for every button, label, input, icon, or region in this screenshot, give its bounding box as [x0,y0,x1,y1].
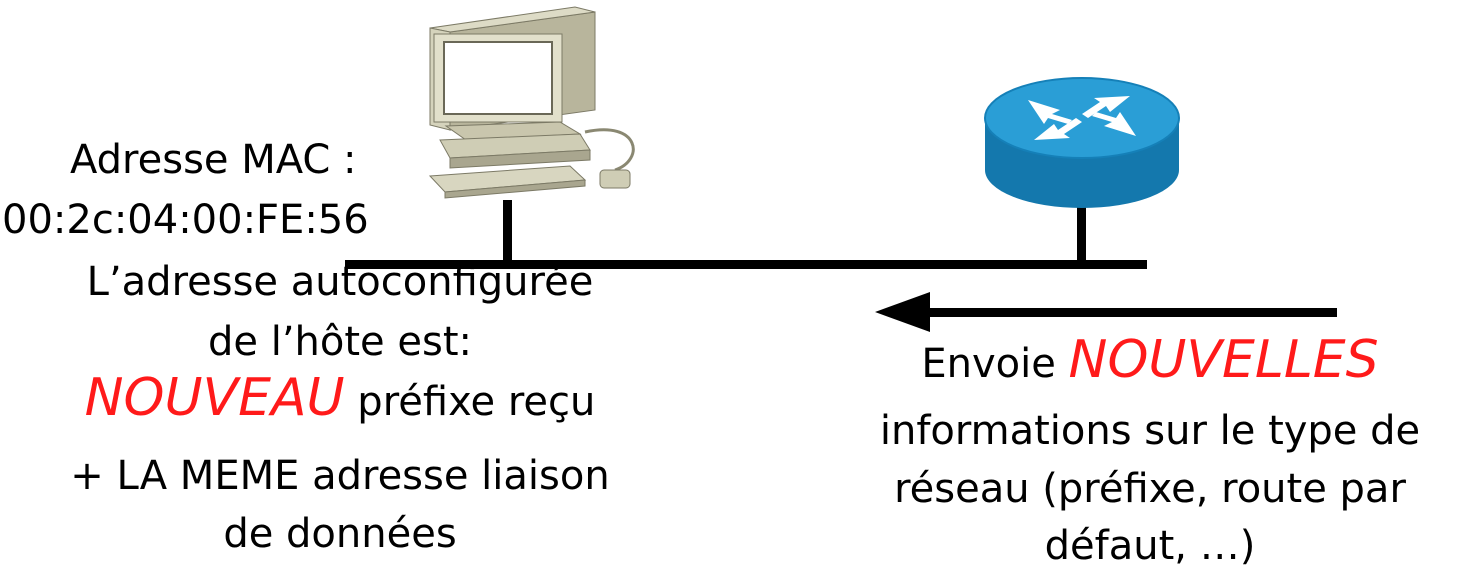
prefix-received-text: préfixe reçu [344,379,596,425]
router-message-line-4: défaut, …) [1044,523,1256,569]
arrow-left-icon [875,292,1337,332]
router-message-line-2: informations sur le type de [879,408,1421,454]
host-connector-line [503,200,512,264]
autoconfig-address-line-3: NOUVEAU préfixe reçu [0,372,680,426]
router-message-line-1: Envoie NOUVELLES [820,334,1480,388]
mac-address-label: Adresse MAC : [70,137,357,183]
router-icon [984,77,1180,208]
autoconfig-address-line-1: L’adresse autoconfigurée [86,259,594,305]
mac-address-value: 00:2c:04:00:FE:56 [2,197,369,243]
router-connector-line [1077,196,1086,264]
router-send-text: Envoie [921,341,1069,387]
network-bus-line [345,260,1147,269]
new-info-emphasis: NOUVELLES [1068,330,1379,390]
router-message-line-3: réseau (préfixe, route par [894,466,1406,512]
autoconfig-address-line-5: de données [223,511,457,557]
autoconfig-address-line-4: + LA MEME adresse liaison [70,453,610,499]
desktop-computer-icon [428,6,635,199]
new-prefix-emphasis: NOUVEAU [84,368,345,428]
autoconfig-address-line-2: de l’hôte est: [208,319,472,365]
